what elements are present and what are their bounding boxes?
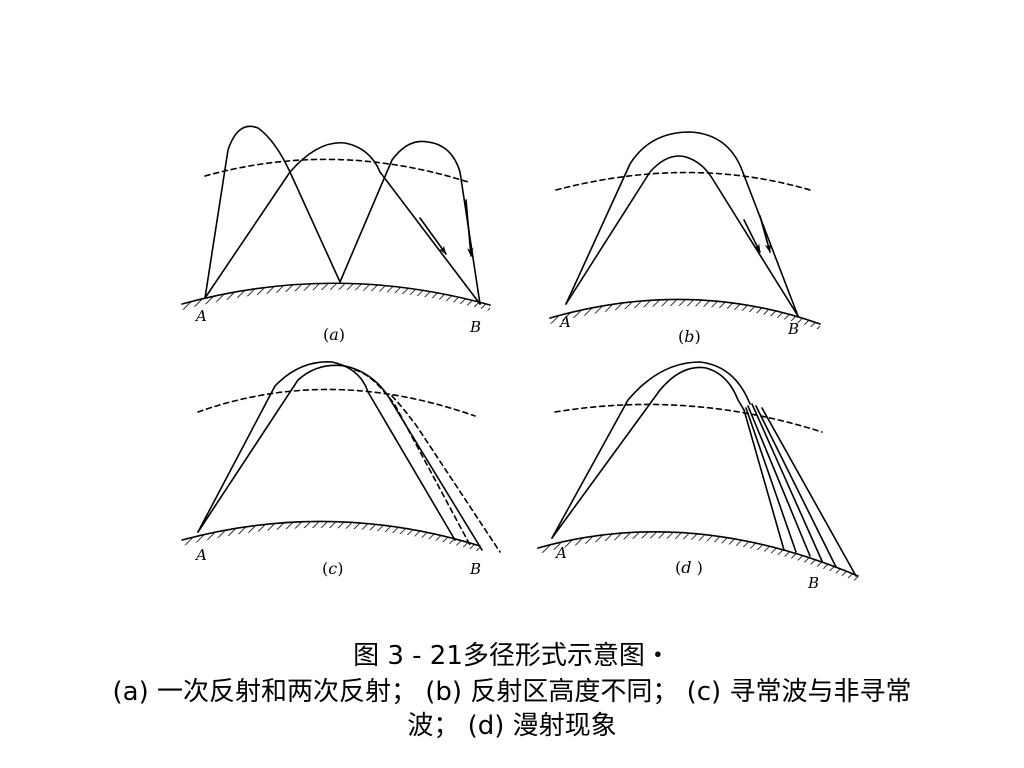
panel-a-label-a: A <box>194 307 207 325</box>
panel-c-label-b: B <box>469 560 481 578</box>
panel-a-tall-ray <box>204 125 481 305</box>
panel-a-ground-hatch <box>182 283 490 311</box>
panel-b-ground-hatch <box>550 299 820 330</box>
panel-d-outer-ray <box>551 361 751 539</box>
figure-caption-line-3: 波； (d) 漫射现象 <box>407 711 617 741</box>
panel-d-ground-hatch <box>538 531 858 582</box>
panel-b-low-ray <box>565 155 799 317</box>
panel-b-label-a: A <box>558 313 571 331</box>
panel-b-ionosphere-layer <box>555 171 811 191</box>
panel-d: A B (d ) <box>537 361 859 592</box>
panel-c-ordinary-ray-1 <box>197 361 456 541</box>
panel-d-ground-line <box>537 530 859 577</box>
panel-a-tall-ray-arrow <box>465 199 474 257</box>
panel-d-inner-ray <box>551 366 745 539</box>
panel-a-wide-ray <box>204 141 481 305</box>
panel-a-label-b: B <box>469 318 481 336</box>
panel-b-sublabel: (b) <box>678 327 701 346</box>
panel-b-high-ray-arrow <box>759 215 771 253</box>
panel-c-ground-hatch <box>182 521 480 552</box>
panel-c: A B (c) <box>181 361 501 578</box>
panel-b: A B (b) <box>549 131 821 346</box>
figure-caption-line-2: (a) 一次反射和两次反射； (b) 反射区高度不同； (c) 寻常波与非寻常 <box>112 677 912 707</box>
panel-d-label-a: A <box>554 544 567 562</box>
panel-c-label-a: A <box>194 546 207 564</box>
panel-a-ionosphere-layer <box>204 158 469 183</box>
panel-c-extraordinary-ray-2 <box>391 395 501 553</box>
panel-a: A B (a) <box>181 125 491 344</box>
panel-d-label-b: B <box>807 574 819 592</box>
panel-a-sublabel: (a) <box>323 325 345 344</box>
panel-c-sublabel: (c) <box>322 559 343 578</box>
panel-b-high-ray <box>565 131 799 317</box>
panel-a-wide-ray-arrow <box>419 217 447 255</box>
panel-c-ground-line <box>181 520 481 547</box>
panel-c-extraordinary-ray-1 <box>354 369 471 546</box>
panel-c-ionosphere-layer <box>197 388 476 417</box>
panel-b-low-ray-arrow <box>743 219 761 253</box>
panel-a-ground-line <box>181 282 491 306</box>
panel-b-ground-line <box>549 298 821 325</box>
figure-caption-title: 图 3 - 21多径形式示意图・ <box>353 641 671 671</box>
panel-b-label-b: B <box>787 320 799 338</box>
panel-d-ionosphere-layer <box>554 403 823 433</box>
panel-d-diffuse-rays <box>743 403 857 577</box>
panel-d-sublabel: (d ) <box>675 558 703 577</box>
